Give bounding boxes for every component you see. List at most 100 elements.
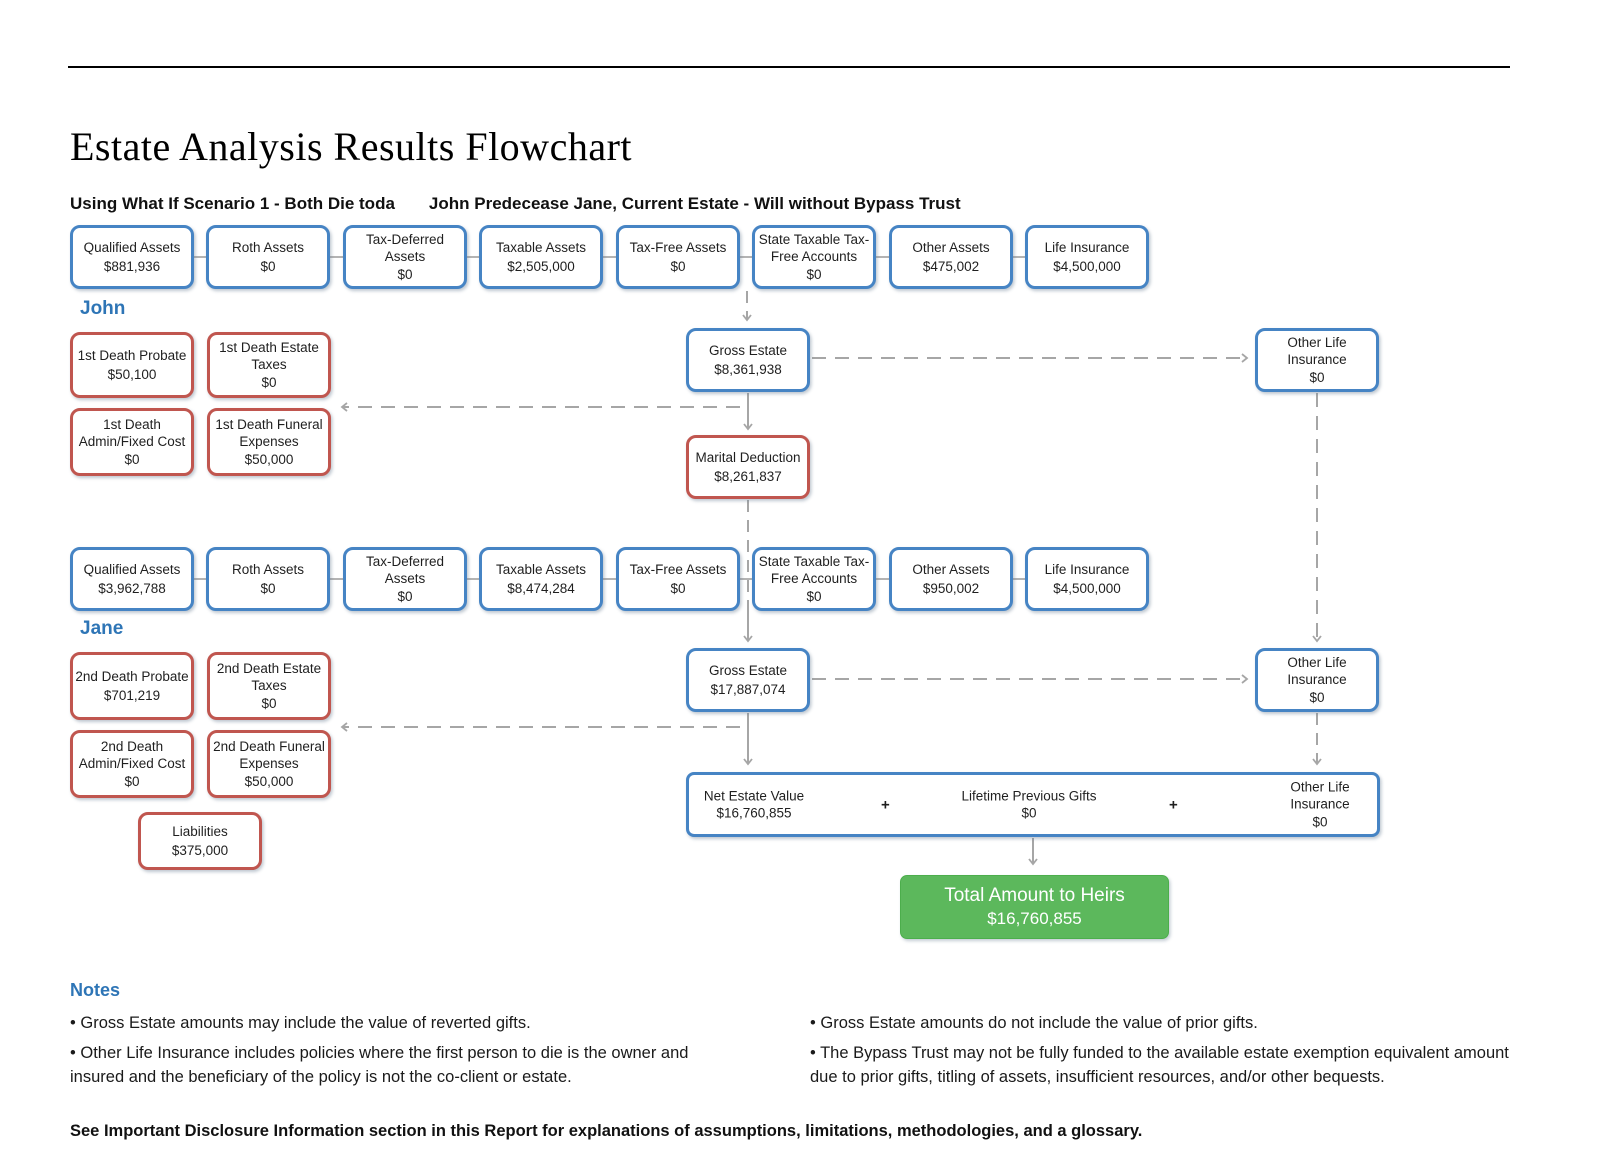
expense-box-1st-death-probate: 1st Death Probate $50,100 <box>70 332 194 398</box>
net-estate-value-segment: Net Estate Value $16,760,855 <box>689 787 819 822</box>
total-label: Total Amount to Heirs <box>944 885 1125 906</box>
box-value: $2,505,000 <box>507 258 575 274</box>
note-right-2: • The Bypass Trust may not be fully fund… <box>810 1044 1509 1086</box>
box-value: $4,500,000 <box>1053 580 1121 596</box>
box-label: Life Insurance <box>1044 240 1130 256</box>
total-value: $16,760,855 <box>987 909 1082 928</box>
box-label: Tax-Free Assets <box>629 240 727 256</box>
expense-box-1st-death-funeral-expenses: 1st Death Funeral Expenses $50,000 <box>207 408 331 476</box>
box-label: Other Life Insurance <box>1287 334 1347 367</box>
box-label: 2nd Death Probate <box>75 669 189 685</box>
box-value: $8,261,837 <box>714 468 782 484</box>
expense-box-2nd-death-estate-taxes: 2nd Death Estate Taxes$0 <box>207 652 331 720</box>
asset-box-qualified-assets-2: Qualified Assets $3,962,788 <box>70 547 194 611</box>
box-label: Liabilities <box>172 824 228 840</box>
box-value: $17,887,074 <box>710 681 786 697</box>
box-label: Lifetime Previous Gifts <box>961 787 1097 803</box>
box-value: $0 <box>260 258 276 274</box>
box-label: Other Life Insurance <box>1290 779 1350 812</box>
asset-box-roth-assets-1: Roth Assets $0 <box>206 225 330 289</box>
note-right-1: • Gross Estate amounts do not include th… <box>810 1014 1258 1032</box>
plus-sign: + <box>1169 796 1178 813</box>
gross-estate-box-1: Gross Estate $8,361,938 <box>686 328 810 392</box>
box-label: Roth Assets <box>231 562 305 578</box>
asset-box-state-taxable-2: State Taxable Tax-Free Accounts $0 <box>752 547 876 611</box>
expense-box-2nd-death-admin-fixed-cost: 2nd Death Admin/Fixed Cost$0 <box>70 730 194 798</box>
box-value: $0 <box>261 375 277 391</box>
box-label: State Taxable Tax-Free Accounts <box>758 553 870 586</box>
box-value: $16,760,855 <box>716 805 792 821</box>
box-label: 1st Death Probate <box>77 348 187 364</box>
box-label: Gross Estate <box>708 343 788 359</box>
box-label: Other Assets <box>912 240 990 256</box>
other-life-insurance-box-1: Other Life Insurance$0 <box>1255 328 1379 392</box>
asset-box-other-assets-1: Other Assets $475,002 <box>889 225 1013 289</box>
box-value: $8,361,938 <box>714 361 782 377</box>
box-value: $950,002 <box>922 580 980 596</box>
box-value: $0 <box>670 580 686 596</box>
asset-box-taxable-assets-2: Taxable Assets$8,474,284 <box>479 547 603 611</box>
asset-box-tax-deferred-1: Tax-Deferred Assets $0 <box>343 225 467 289</box>
box-label: Qualified Assets <box>83 562 181 578</box>
box-value: $0 <box>806 589 822 605</box>
box-value: $375,000 <box>171 842 229 858</box>
box-label: Other Life Insurance <box>1287 654 1347 687</box>
box-value: $881,936 <box>103 258 161 274</box>
box-value: $0 <box>806 267 822 283</box>
other-life-insurance-segment: Other Life Insurance $0 <box>1265 778 1375 831</box>
box-label: Tax-Free Assets <box>629 562 727 578</box>
box-label: Marital Deduction <box>695 450 801 466</box>
asset-box-tax-free-assets-1: Tax-Free Assets $0 <box>616 225 740 289</box>
gross-estate-box-2: Gross Estate $17,887,074 <box>686 648 810 712</box>
box-value: $0 <box>397 589 413 605</box>
note-left-1: • Gross Estate amounts may include the v… <box>70 1014 531 1032</box>
box-value: $0 <box>1021 805 1037 821</box>
net-estate-summary-box: Net Estate Value $16,760,855 + Lifetime … <box>686 772 1380 837</box>
box-value: $475,002 <box>922 258 980 274</box>
asset-box-state-taxable-1: State Taxable Tax-Free Accounts $0 <box>752 225 876 289</box>
box-value: $0 <box>261 696 277 712</box>
expense-box-2nd-death-funeral-expenses: 2nd Death Funeral Expenses$50,000 <box>207 730 331 798</box>
box-label: 1st Death Funeral Expenses <box>215 416 323 449</box>
other-life-insurance-box-2: Other Life Insurance $0 <box>1255 648 1379 712</box>
box-label: 2nd Death Admin/Fixed Cost <box>78 738 186 771</box>
scenario-left: Using What If Scenario 1 - Both Die toda <box>70 194 395 213</box>
box-value: $50,000 <box>244 452 294 468</box>
box-value: $3,962,788 <box>98 580 166 596</box>
asset-box-tax-deferred-2: Tax-Deferred Assets $0 <box>343 547 467 611</box>
box-label: 1st Death Admin/Fixed Cost <box>78 416 186 449</box>
box-label: Taxable Assets <box>495 240 587 256</box>
box-value: $50,100 <box>107 366 157 382</box>
disclosure-text: See Important Disclosure Information sec… <box>70 1122 1143 1140</box>
scenario-right: John Predecease Jane, Current Estate - W… <box>428 194 961 213</box>
scenario-line: Using What If Scenario 1 - Both Die toda… <box>70 194 961 214</box>
box-value: $0 <box>397 267 413 283</box>
total-amount-to-heirs-box: Total Amount to Heirs $16,760,855 <box>900 875 1169 939</box>
box-value: $0 <box>1309 690 1325 706</box>
box-label: Other Assets <box>912 562 990 578</box>
asset-box-other-assets-2: Other Assets $950,002 <box>889 547 1013 611</box>
box-label: Tax-Deferred Assets <box>365 553 445 586</box>
box-label: Life Insurance <box>1044 562 1130 578</box>
asset-box-tax-free-assets-2: Tax-Free Assets $0 <box>616 547 740 611</box>
box-label: Roth Assets <box>231 240 305 256</box>
top-rule <box>68 66 1510 68</box>
person-label-john: John <box>80 298 126 319</box>
box-value: $0 <box>260 580 276 596</box>
box-value: $4,500,000 <box>1053 258 1121 274</box>
box-value: $0 <box>1312 814 1328 830</box>
box-label: Tax-Deferred Assets <box>365 231 445 264</box>
asset-box-roth-assets-2: Roth Assets $0 <box>206 547 330 611</box>
box-label: State Taxable Tax-Free Accounts <box>758 231 870 264</box>
liabilities-box: Liabilities $375,000 <box>138 812 262 870</box>
asset-box-life-insurance-2: Life Insurance $4,500,000 <box>1025 547 1149 611</box>
box-label: 1st Death Estate Taxes <box>219 339 319 372</box>
marital-deduction-box: Marital Deduction $8,261,837 <box>686 435 810 499</box>
box-label: Gross Estate <box>708 663 788 679</box>
box-label: Net Estate Value <box>703 787 805 803</box>
expense-box-1st-death-estate-taxes: 1st Death Estate Taxes $0 <box>207 332 331 398</box>
box-label: Qualified Assets <box>83 240 181 256</box>
box-value: $0 <box>670 258 686 274</box>
asset-box-taxable-assets-1: Taxable Assets $2,505,000 <box>479 225 603 289</box>
